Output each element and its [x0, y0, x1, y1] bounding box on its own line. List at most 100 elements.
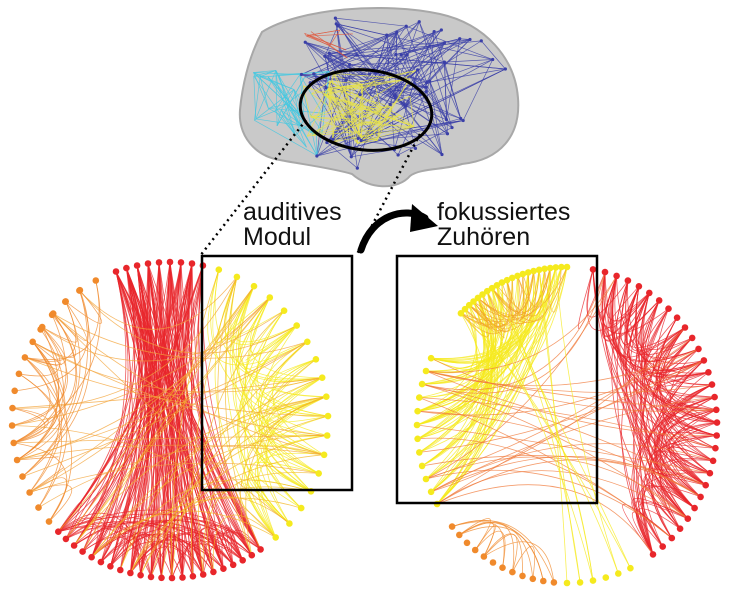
network-edge [136, 265, 253, 556]
network-node [220, 565, 227, 572]
network-node [117, 566, 124, 574]
brain-edge [405, 31, 435, 107]
brain-edge [313, 73, 399, 156]
brain-edge [253, 70, 276, 77]
network-node [248, 551, 256, 559]
brain-edge [275, 70, 301, 126]
network-node [210, 568, 217, 576]
network-node [123, 264, 130, 272]
network-edge [140, 496, 290, 576]
network-node [45, 518, 53, 525]
network-edge [65, 523, 99, 558]
network-node [673, 314, 681, 322]
brain-edge [327, 88, 382, 125]
network-edge [29, 477, 67, 522]
network-node [9, 404, 16, 412]
network-edge [207, 528, 224, 572]
network-edge [602, 272, 716, 449]
brain-edge [444, 62, 447, 120]
network-node [695, 345, 702, 353]
network-edge [110, 541, 204, 575]
network-node [665, 305, 672, 313]
network-edge [421, 288, 503, 467]
network-node [229, 561, 237, 569]
brain-edge [329, 80, 363, 85]
brain-edge [328, 53, 362, 141]
network-node [177, 259, 185, 266]
network-edge [32, 341, 62, 366]
network-edge [421, 272, 606, 394]
network-node [524, 269, 532, 276]
network-edge [29, 467, 64, 493]
network-node [463, 539, 471, 547]
network-node [700, 357, 708, 364]
brain-edge [337, 25, 445, 63]
brain-node [399, 53, 403, 57]
network-node [615, 570, 622, 577]
network-edge [171, 396, 327, 579]
brain-edge [277, 84, 318, 156]
network-edge [430, 267, 562, 493]
network-edge [130, 415, 329, 574]
network-edge [602, 275, 650, 337]
brain-edge [326, 96, 362, 139]
brain-node [468, 37, 472, 42]
network-node [540, 577, 547, 585]
network-edge [473, 280, 513, 333]
network-edge [147, 263, 224, 569]
brain-edge [280, 109, 307, 148]
brain-edge [293, 89, 323, 133]
brain-node [358, 93, 362, 97]
network-edge [230, 529, 261, 565]
network-node [684, 515, 692, 522]
network-node [646, 289, 653, 297]
network-edge [640, 292, 706, 486]
brain-node [479, 39, 483, 43]
network-edge [430, 268, 545, 364]
network-node [530, 267, 537, 275]
network-edge [228, 526, 253, 561]
left-network-nodes [8, 258, 332, 582]
brain-edge [344, 70, 416, 90]
network-edge [640, 317, 678, 555]
network-edge [130, 532, 253, 574]
network-edge [212, 514, 276, 572]
network-edge [154, 262, 162, 578]
network-edge [245, 325, 308, 370]
brain-edge [326, 142, 358, 169]
network-edge [245, 325, 297, 361]
network-node [541, 265, 548, 273]
network-edge [417, 272, 529, 440]
network-edge [436, 360, 705, 505]
brain-edge [481, 40, 506, 70]
network-edge [665, 459, 714, 509]
left-network-edges [11, 261, 329, 579]
brain-node [323, 54, 327, 58]
network-edge [91, 510, 276, 558]
brain-edge [394, 95, 461, 119]
network-node [250, 282, 258, 290]
network-edge [18, 326, 61, 377]
network-node [76, 286, 84, 294]
brain-edge [309, 82, 350, 149]
brain-edge [328, 73, 334, 111]
brain-edge [395, 32, 398, 55]
left-circular-network [8, 258, 332, 582]
network-node [529, 575, 537, 583]
network-node [649, 551, 657, 558]
brain-edge [253, 75, 296, 136]
network-node [613, 272, 620, 280]
brain-node [450, 125, 454, 130]
network-edge [425, 337, 693, 480]
network-node [706, 469, 714, 477]
focused-listening-box [395, 254, 599, 505]
network-edge [621, 308, 669, 555]
network-node [514, 272, 521, 280]
network-node [318, 374, 326, 382]
network-edge [235, 297, 312, 492]
network-node [535, 266, 543, 274]
network-edge [416, 297, 493, 426]
brain-edge [426, 91, 447, 120]
network-node [470, 298, 477, 305]
